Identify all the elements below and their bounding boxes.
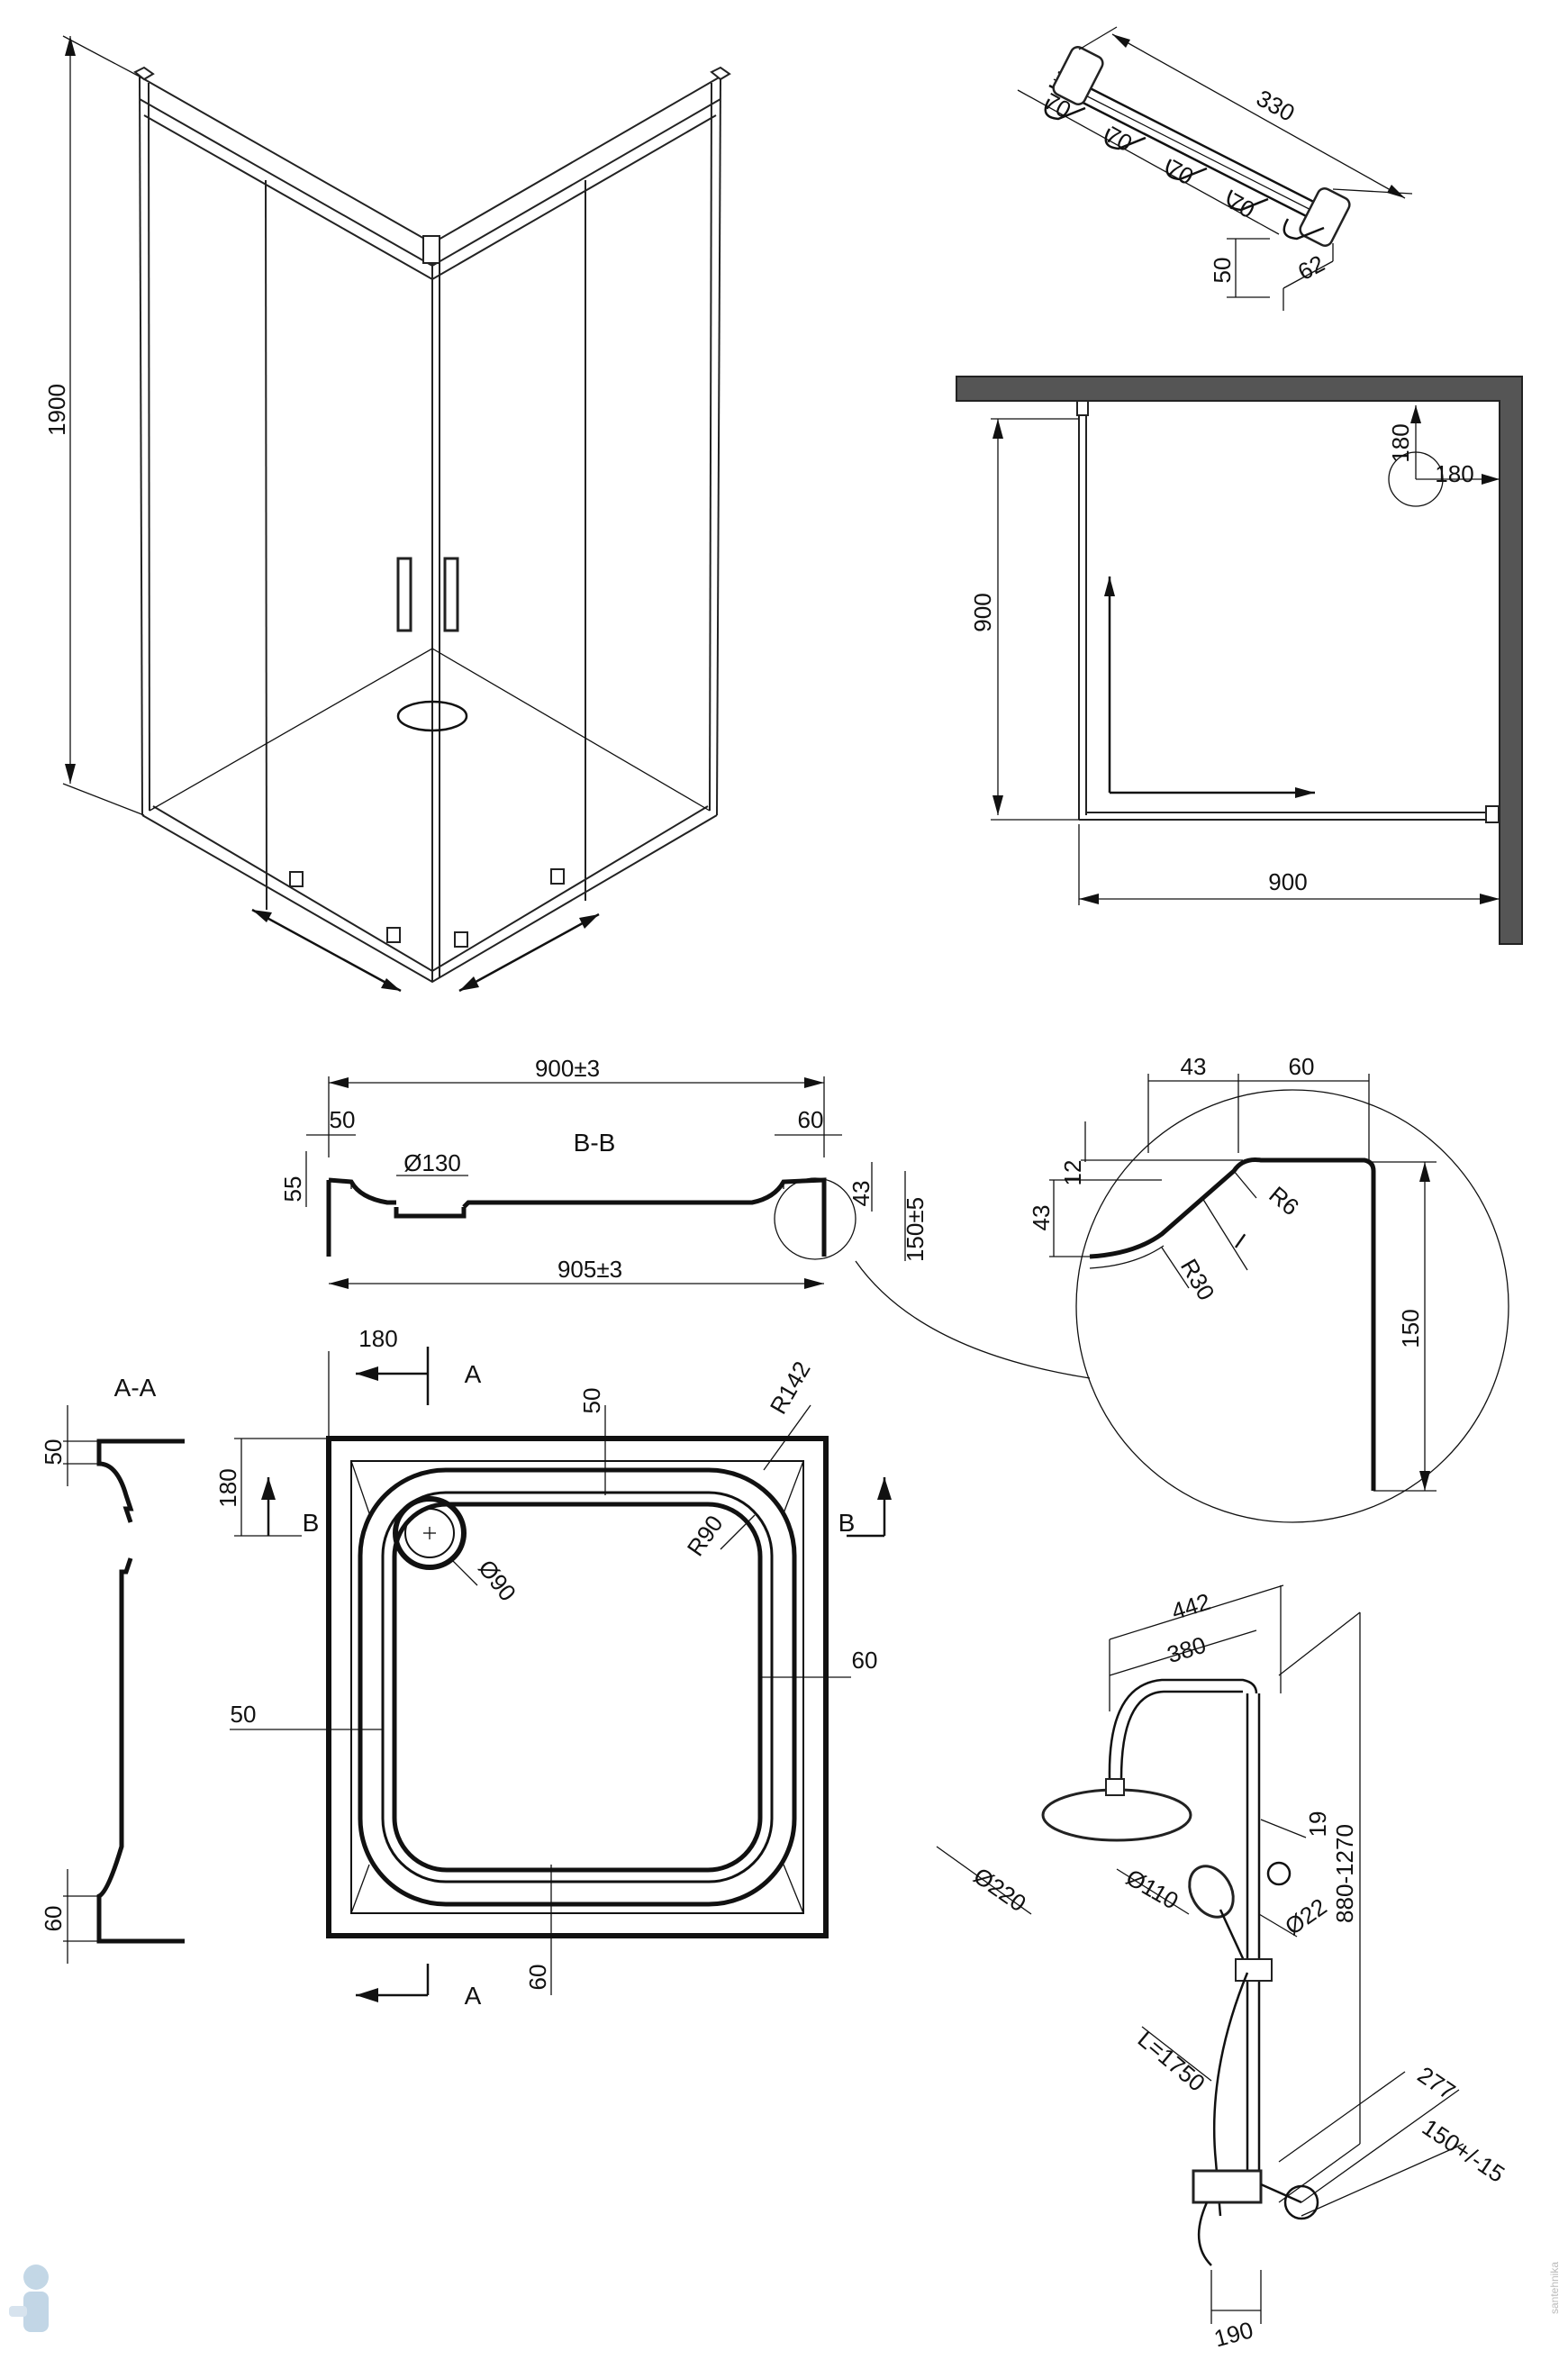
tray-right-rim: 60	[852, 1647, 878, 1674]
shower-head-diameter: Ø220	[969, 1862, 1031, 1917]
detail-height-12: 12	[1059, 1160, 1086, 1186]
aa-top-height: 50	[40, 1439, 67, 1466]
detail-height-43: 43	[1028, 1205, 1055, 1231]
rim-detail: 43 60 12 43 R6 I R30 150	[1028, 1053, 1509, 1523]
plan-width-label: 900	[1268, 868, 1307, 895]
hook-height: 50	[1209, 258, 1236, 284]
shower-system: 442 380 880-1270 19 Ø220 Ø110 Ø22 L=1750…	[936, 1584, 1509, 2352]
bb-section-title: B-B	[574, 1129, 616, 1157]
shower-19: 19	[1304, 1811, 1331, 1838]
tray-section-bb: 900±3 50 55 Ø130 B-B 60 43 150±5 905±3	[279, 1055, 1091, 1379]
hook-spacing-4: 70	[1223, 187, 1259, 223]
bb-rim-height: 43	[847, 1181, 875, 1207]
mixer-spacing: 150+/-15	[1418, 2113, 1509, 2188]
mixer-277: 277	[1413, 2061, 1461, 2105]
plan-depth-label: 900	[969, 593, 996, 631]
enclosure-height-label: 1900	[43, 384, 70, 436]
hook-rail-drawing: 330 70 70 70 70 50 62	[1017, 26, 1413, 311]
shower-height-range: 880-1270	[1331, 1824, 1358, 1923]
bb-left-rim: 50	[330, 1106, 356, 1133]
bb-top-width: 900±3	[535, 1055, 600, 1082]
hook-total-length: 330	[1252, 84, 1299, 126]
hose-length: L=1750	[1133, 2025, 1210, 2096]
aa-bottom-height: 60	[40, 1906, 67, 1932]
tray-cut-a-bottom: A	[465, 1982, 482, 2010]
tray-cut-b-left: B	[303, 1509, 320, 1537]
enclosure-plan: 180 180 900 900	[956, 376, 1523, 945]
bb-right-rim: 60	[798, 1106, 824, 1133]
tray-a-offset: 180	[358, 1325, 397, 1352]
tray-cut-b-right: B	[838, 1509, 856, 1537]
enclosure-isometric: 1900	[43, 35, 731, 993]
detail-width-43: 43	[1181, 1053, 1207, 1080]
tray-top-rim: 50	[578, 1388, 605, 1414]
tray-drain-diameter: Ø90	[473, 1555, 521, 1606]
bb-left-height: 55	[279, 1176, 306, 1203]
detail-width-60: 60	[1289, 1053, 1315, 1080]
detail-mark: I	[1230, 1228, 1251, 1254]
tray-left-rim: 50	[231, 1701, 257, 1728]
mixer-190: 190	[1211, 2316, 1256, 2352]
tray-radius-90: R90	[682, 1511, 729, 1561]
detail-radius-30: R30	[1175, 1254, 1220, 1304]
shower-arm-442: 442	[1168, 1588, 1213, 1625]
detail-height-150: 150	[1397, 1309, 1424, 1348]
tray-bottom-rim: 60	[524, 1965, 551, 1991]
tray-section-aa: A-A 50 60	[40, 1374, 185, 1964]
watermark-text: santehnika	[1548, 2262, 1561, 2314]
plan-corner-vertical: 180	[1387, 423, 1414, 462]
watermark-logo	[9, 2265, 49, 2332]
tray-b-offset: 180	[214, 1468, 241, 1507]
shower-arm-380: 380	[1164, 1631, 1209, 1668]
bb-drain-diameter: Ø130	[403, 1149, 461, 1176]
aa-section-title: A-A	[114, 1374, 157, 1402]
detail-radius-6: R6	[1264, 1181, 1304, 1221]
bb-total-height: 150±5	[902, 1197, 929, 1262]
hand-shower-diameter: Ø110	[1121, 1864, 1183, 1915]
tray-cut-a-top: A	[465, 1360, 482, 1388]
bb-bottom-width: 905±3	[557, 1256, 622, 1283]
tray-plan: Ø90 180 A A 180 B B 50 R142 R90	[214, 1325, 892, 2010]
column-diameter: Ø22	[1280, 1892, 1331, 1940]
plan-corner-horizontal: 180	[1435, 460, 1473, 487]
